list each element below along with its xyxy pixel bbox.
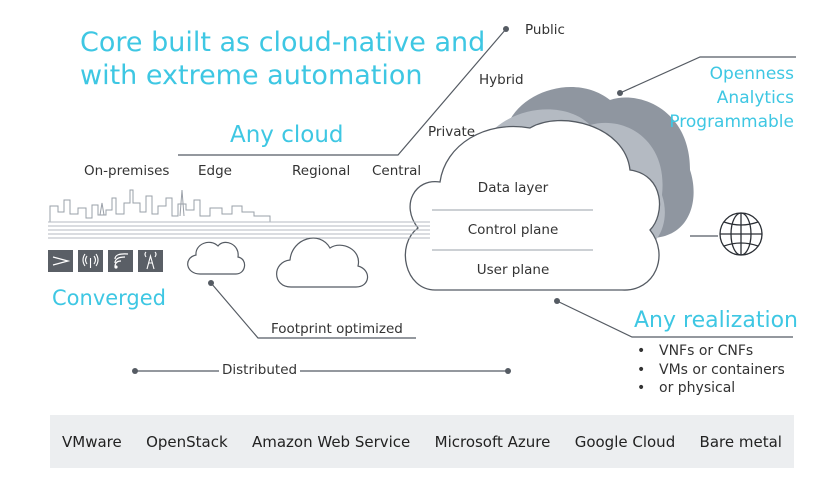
distributed-start-dot bbox=[132, 368, 138, 374]
realization-dot bbox=[554, 298, 560, 304]
features-leader-line bbox=[619, 56, 796, 94]
layer-control: Control plane bbox=[467, 222, 559, 238]
platform-openstack: OpenStack bbox=[146, 432, 228, 451]
footprint-label: Footprint optimized bbox=[271, 321, 403, 337]
features-dot bbox=[617, 90, 623, 96]
realization-item: VNFs or CNFs bbox=[637, 342, 785, 361]
cloud-type-leader-line bbox=[178, 28, 507, 156]
private-cloud-shape bbox=[404, 120, 661, 291]
globe-icon bbox=[719, 212, 763, 256]
location-central: Central bbox=[372, 163, 422, 179]
location-regional: Regional bbox=[292, 163, 351, 179]
cloud-type-hybrid: Hybrid bbox=[479, 72, 524, 88]
public-dot bbox=[503, 26, 509, 32]
location-edge: Edge bbox=[198, 163, 232, 179]
realization-item: VMs or containers bbox=[637, 361, 785, 380]
feature-openness: Openness bbox=[709, 64, 794, 84]
layer-user: User plane bbox=[476, 262, 550, 278]
tower-icon bbox=[138, 250, 163, 272]
city-skyline-icon bbox=[49, 189, 271, 222]
cloud-type-private: Private bbox=[428, 124, 476, 140]
distributed-end-dot bbox=[505, 368, 511, 374]
converged-label: Converged bbox=[52, 286, 167, 310]
antenna-icon bbox=[48, 250, 73, 272]
edge-cloud-shape bbox=[187, 241, 246, 275]
platform-aws: Amazon Web Service bbox=[251, 432, 411, 451]
any-cloud-title: Any cloud bbox=[230, 122, 344, 148]
footprint-dot bbox=[208, 280, 214, 286]
cloud-type-public: Public bbox=[525, 22, 565, 38]
headline: Core built as cloud-native and with extr… bbox=[80, 27, 486, 91]
platform-azure: Microsoft Azure bbox=[434, 432, 551, 451]
regional-cloud-shape bbox=[276, 237, 369, 288]
feature-analytics: Analytics bbox=[716, 88, 794, 108]
platform-bar: VMware OpenStack Amazon Web Service Micr… bbox=[50, 415, 794, 468]
realization-list: VNFs or CNFs VMs or containers or physic… bbox=[637, 342, 785, 398]
distributed-label: Distributed bbox=[219, 362, 301, 378]
realization-leader-line bbox=[556, 300, 793, 338]
realization-item: or physical bbox=[637, 379, 785, 398]
location-on-premises: On-premises bbox=[84, 163, 170, 179]
feature-programmable: Programmable bbox=[669, 112, 794, 132]
layer-data: Data layer bbox=[477, 180, 549, 196]
any-realization-title: Any realization bbox=[634, 308, 798, 333]
platform-google-cloud: Google Cloud bbox=[574, 432, 676, 451]
platform-bare-metal: Bare metal bbox=[699, 432, 782, 451]
platform-vmware: VMware bbox=[62, 432, 122, 451]
wireless-icon bbox=[78, 250, 103, 272]
footprint-leader-line bbox=[210, 282, 416, 339]
signal-icon bbox=[108, 250, 133, 272]
